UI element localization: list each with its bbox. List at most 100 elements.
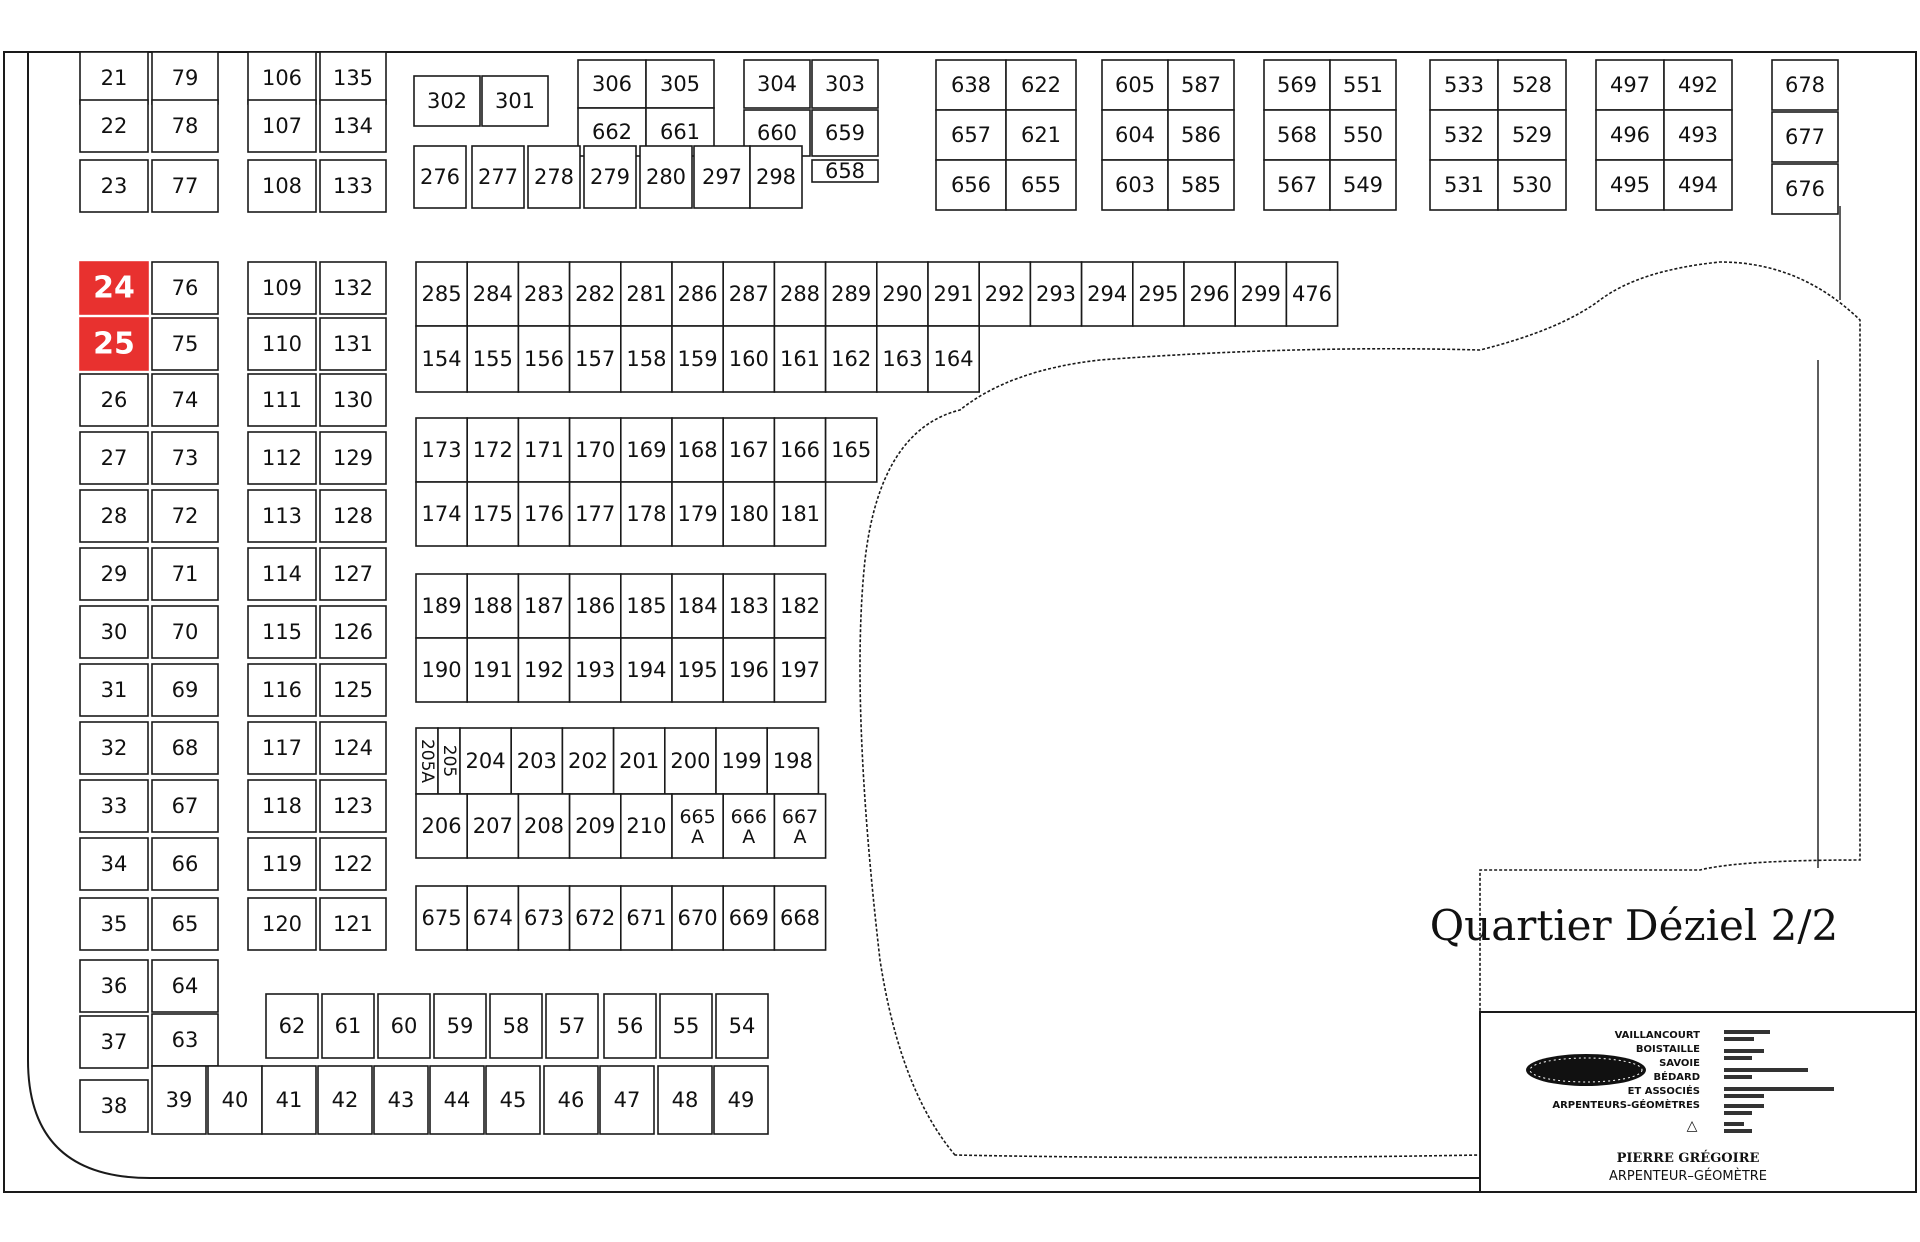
- plot-205[interactable]: 205: [437, 727, 461, 795]
- plot-677[interactable]: 677: [1771, 111, 1839, 163]
- plot-box[interactable]: [824, 325, 878, 393]
- plot-58[interactable]: 58: [489, 993, 543, 1059]
- plot-box[interactable]: [79, 373, 149, 427]
- plot-box[interactable]: [247, 317, 317, 371]
- plot-603[interactable]: 603: [1101, 159, 1169, 211]
- plot-124[interactable]: 124: [319, 721, 387, 775]
- plot-173[interactable]: 173: [415, 417, 469, 483]
- plot-box[interactable]: [1263, 159, 1331, 211]
- plot-box[interactable]: [561, 727, 615, 795]
- plot-box[interactable]: [459, 727, 513, 795]
- plot-box[interactable]: [79, 897, 149, 951]
- plot-box[interactable]: [79, 431, 149, 485]
- plot-184[interactable]: 184: [671, 573, 725, 639]
- plot-655[interactable]: 655: [1005, 159, 1077, 211]
- plot-box[interactable]: [927, 261, 981, 327]
- plot-box[interactable]: [773, 885, 827, 951]
- plot-77[interactable]: 77: [151, 159, 219, 213]
- plot-289[interactable]: 289: [824, 261, 878, 327]
- plot-box[interactable]: [485, 1065, 541, 1135]
- plot-box[interactable]: [517, 793, 571, 859]
- plot-286[interactable]: 286: [671, 261, 725, 327]
- plot-box[interactable]: [1132, 261, 1185, 327]
- plot-134[interactable]: 134: [319, 99, 387, 153]
- plot-165[interactable]: 165: [824, 417, 878, 483]
- plot-box[interactable]: [1101, 109, 1169, 161]
- plot-box[interactable]: [722, 793, 776, 859]
- plot-box[interactable]: [713, 1065, 769, 1135]
- plot-box[interactable]: [151, 663, 219, 717]
- plot-68[interactable]: 68: [151, 721, 219, 775]
- plot-674[interactable]: 674: [466, 885, 520, 951]
- plot-box[interactable]: [247, 99, 317, 153]
- plot-299[interactable]: 299: [1234, 261, 1288, 327]
- plot-box[interactable]: [79, 51, 149, 105]
- plot-306[interactable]: 306: [577, 59, 647, 109]
- plot-box[interactable]: [247, 373, 317, 427]
- plot-166[interactable]: 166: [773, 417, 827, 483]
- plot-box[interactable]: [151, 1013, 219, 1067]
- plot-21[interactable]: 21: [79, 51, 149, 105]
- plot-532[interactable]: 532: [1429, 109, 1499, 161]
- plot-587[interactable]: 587: [1167, 59, 1235, 111]
- plot-43[interactable]: 43: [373, 1065, 429, 1135]
- plot-box[interactable]: [319, 779, 387, 833]
- plot-box[interactable]: [722, 885, 776, 951]
- plot-box[interactable]: [773, 481, 827, 547]
- plot-605[interactable]: 605: [1101, 59, 1169, 111]
- plot-65[interactable]: 65: [151, 897, 219, 951]
- plot-118[interactable]: 118: [247, 779, 317, 833]
- plot-47[interactable]: 47: [599, 1065, 655, 1135]
- plot-49[interactable]: 49: [713, 1065, 769, 1135]
- plot-box[interactable]: [543, 1065, 599, 1135]
- plot-203[interactable]: 203: [510, 727, 564, 795]
- plot-box[interactable]: [79, 99, 149, 153]
- plot-32[interactable]: 32: [79, 721, 149, 775]
- plot-167[interactable]: 167: [722, 417, 776, 483]
- plot-162[interactable]: 162: [824, 325, 878, 393]
- plot-26[interactable]: 26: [79, 373, 149, 427]
- plot-22[interactable]: 22: [79, 99, 149, 153]
- plot-197[interactable]: 197: [773, 637, 827, 703]
- plot-36[interactable]: 36: [79, 959, 149, 1013]
- plot-298[interactable]: 298: [749, 145, 803, 209]
- plot-586[interactable]: 586: [1167, 109, 1235, 161]
- plot-283[interactable]: 283: [517, 261, 571, 327]
- plot-191[interactable]: 191: [466, 637, 520, 703]
- plot-box[interactable]: [722, 637, 776, 703]
- plot-box[interactable]: [79, 959, 149, 1013]
- plot-box[interactable]: [265, 993, 319, 1059]
- plot-551[interactable]: 551: [1329, 59, 1397, 111]
- plot-476[interactable]: 476: [1285, 261, 1339, 327]
- plot-119[interactable]: 119: [247, 837, 317, 891]
- plot-76[interactable]: 76: [151, 261, 219, 315]
- plot-163[interactable]: 163: [875, 325, 929, 393]
- plot-297[interactable]: 297: [693, 145, 751, 209]
- plot-125[interactable]: 125: [319, 663, 387, 717]
- plot-288[interactable]: 288: [773, 261, 827, 327]
- plot-box[interactable]: [619, 417, 673, 483]
- plot-115[interactable]: 115: [247, 605, 317, 659]
- plot-495[interactable]: 495: [1595, 159, 1665, 211]
- plot-44[interactable]: 44: [429, 1065, 485, 1135]
- plot-656[interactable]: 656: [935, 159, 1007, 211]
- plot-box[interactable]: [577, 59, 647, 109]
- plot-157[interactable]: 157: [568, 325, 622, 393]
- plot-117[interactable]: 117: [247, 721, 317, 775]
- plot-172[interactable]: 172: [466, 417, 520, 483]
- plot-55[interactable]: 55: [659, 993, 713, 1059]
- plot-box[interactable]: [247, 51, 317, 105]
- plot-box[interactable]: [319, 261, 387, 315]
- plot-box[interactable]: [151, 959, 219, 1013]
- plot-box[interactable]: [663, 727, 717, 795]
- plot-box[interactable]: [671, 325, 725, 393]
- plot-126[interactable]: 126: [319, 605, 387, 659]
- plot-106[interactable]: 106: [247, 51, 317, 105]
- plot-59[interactable]: 59: [433, 993, 487, 1059]
- plot-492[interactable]: 492: [1663, 59, 1733, 111]
- plot-box[interactable]: [657, 1065, 713, 1135]
- plot-533[interactable]: 533: [1429, 59, 1499, 111]
- plot-box[interactable]: [568, 793, 622, 859]
- plot-123[interactable]: 123: [319, 779, 387, 833]
- plot-box[interactable]: [935, 59, 1007, 111]
